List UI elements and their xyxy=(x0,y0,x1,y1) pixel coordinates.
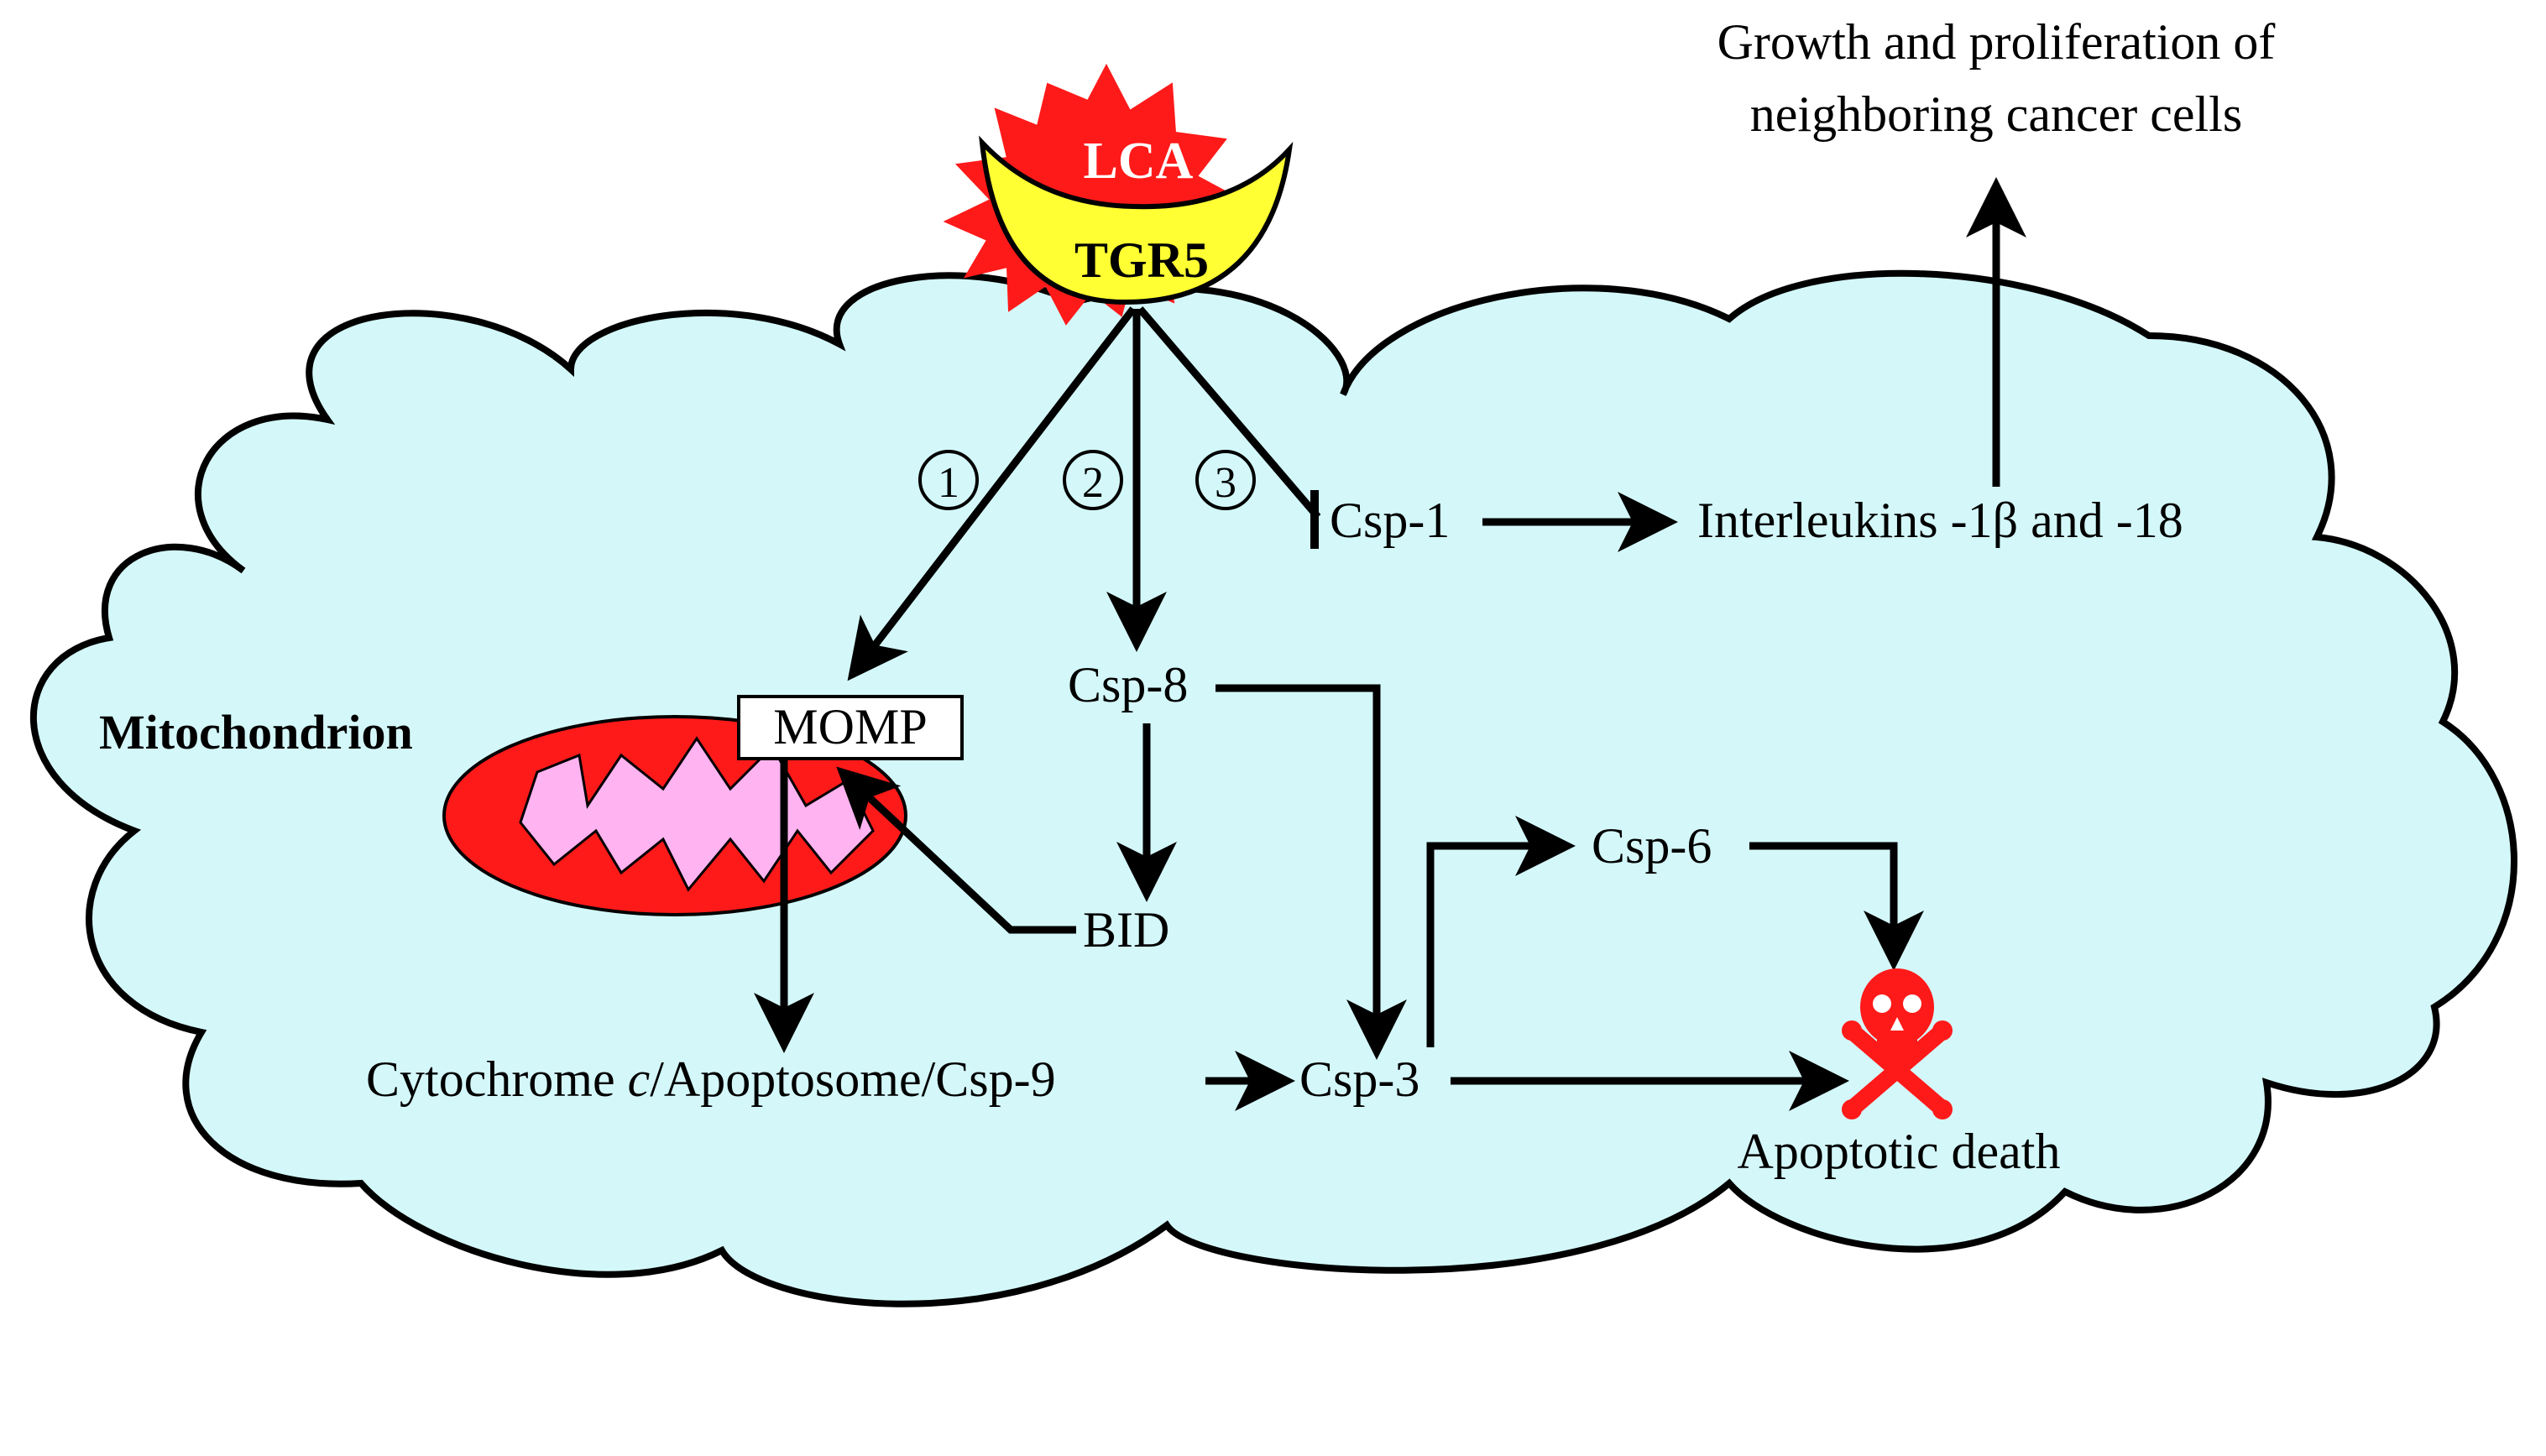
bid-label: BID xyxy=(1083,902,1169,958)
cytochrome-prefix: Cytochrome xyxy=(366,1052,628,1107)
csp3-label: Csp-3 xyxy=(1299,1052,1419,1107)
pathway-3-label: 3 xyxy=(1215,459,1236,507)
receptor-label: TGR5 xyxy=(1074,232,1209,288)
pathway-2-label: 2 xyxy=(1082,459,1104,507)
cytochrome-italic-c: c xyxy=(628,1052,651,1107)
lca-starburst-icon xyxy=(943,63,1243,326)
csp6-label: Csp-6 xyxy=(1592,818,1712,874)
arrow-tgr5-to-momp xyxy=(847,306,1137,681)
arrow-csp8-to-csp3 xyxy=(1215,684,1407,1060)
ligand-label: LCA xyxy=(1084,133,1194,190)
inhibit-tgr5-to-csp1 xyxy=(1137,306,1321,519)
csp1-label: Csp-1 xyxy=(1330,493,1450,548)
csp8-label: Csp-8 xyxy=(1068,657,1188,712)
arrow-bid-to-momp xyxy=(836,766,1076,934)
pathway-2-marker xyxy=(1063,450,1123,510)
apoptotic-death-label: Apoptotic death xyxy=(1738,1124,2061,1179)
tgr5-receptor-icon xyxy=(979,135,1294,305)
momp-box xyxy=(737,695,964,760)
outcome-line-2: neighboring cancer cells xyxy=(1750,86,2242,142)
pathway-1-label: 1 xyxy=(938,459,959,507)
skull-crossbones-icon xyxy=(1842,968,1953,1119)
arrow-csp6-to-death xyxy=(1749,842,1924,971)
cytochrome-suffix: /Apoptosome/Csp-9 xyxy=(650,1052,1055,1107)
cytochrome-apoptosome-label: Cytochrome c/Apoptosome/Csp-9 xyxy=(366,1052,1056,1107)
pathway-3-marker xyxy=(1195,450,1256,510)
mitochondrion-label: Mitochondrion xyxy=(99,705,413,759)
momp-label: MOMP xyxy=(773,699,927,754)
cell-body xyxy=(30,269,2517,1307)
interleukins-label: Interleukins -1β and -18 xyxy=(1697,493,2183,548)
pathway-1-marker xyxy=(918,450,979,510)
arrow-csp3-to-csp6 xyxy=(1426,816,1576,1047)
outcome-line-1: Growth and proliferation of xyxy=(1717,14,2276,70)
